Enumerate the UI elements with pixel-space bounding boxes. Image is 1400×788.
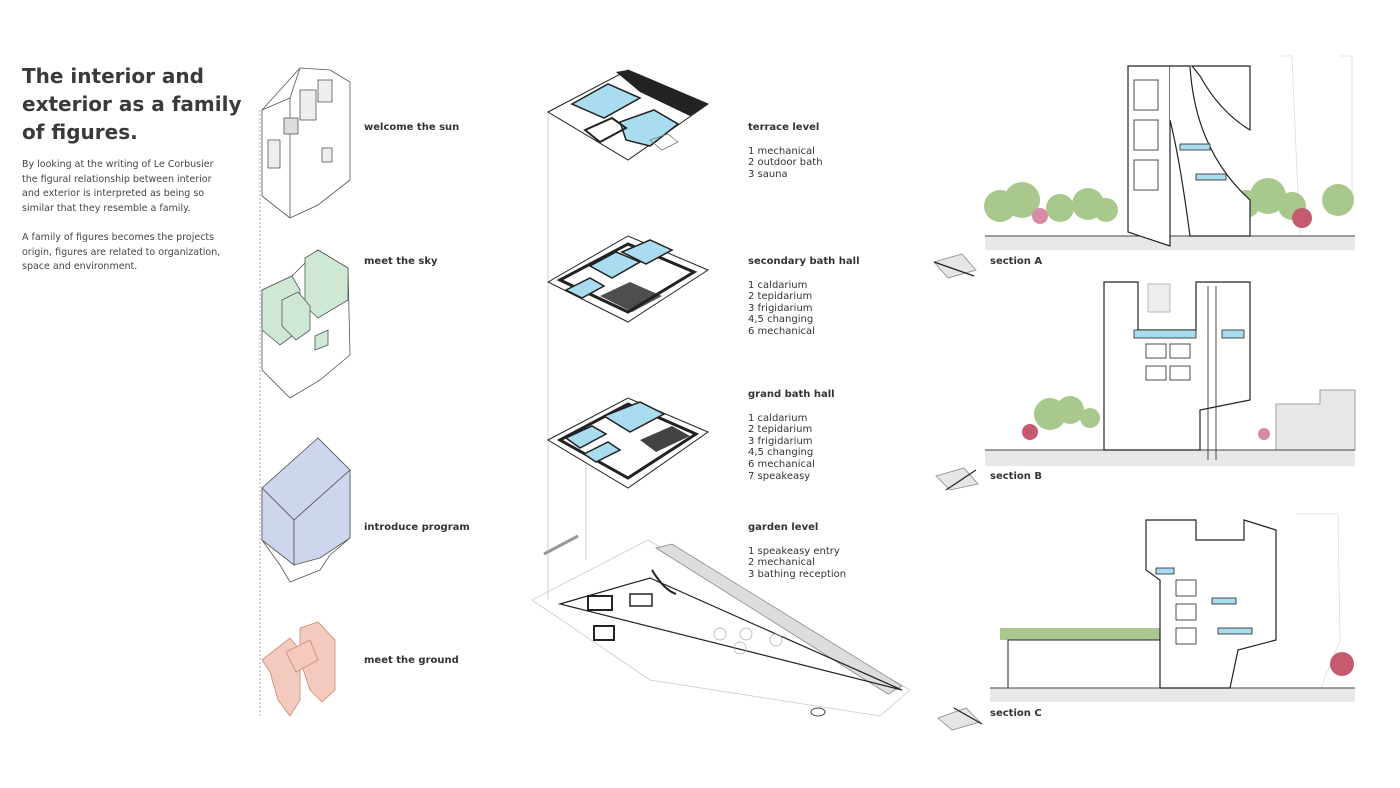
section-b-drawing	[985, 281, 1356, 466]
level-item: 3 frigidarium	[748, 435, 813, 447]
intro-paragraph-1-line: similar that they resemble a family.	[22, 202, 191, 214]
level-item: 6 mechanical	[748, 325, 815, 337]
intro-paragraph-2-line: space and environment.	[22, 261, 138, 272]
level-item: 2 tepidarium	[748, 291, 813, 303]
title-line-1: The interior and	[22, 64, 204, 88]
massing-program-diagram	[261, 437, 351, 583]
section-key-plans	[933, 253, 981, 731]
section-a-label: section A	[990, 256, 1043, 267]
intro-paragraph-1-line: the figural relationship between interio…	[22, 173, 212, 185]
intro-paragraph-1-line: By looking at the writing of Le Corbusie…	[22, 159, 214, 170]
intro-paragraph-2: A family of figures becomes the projects…	[22, 231, 232, 275]
plan-secondary-bath-hall	[546, 235, 710, 323]
level-item: 2 outdoor bath	[748, 157, 823, 169]
level-item: 3 frigidarium	[748, 302, 813, 314]
step-label-introduce-program: introduce program	[364, 522, 470, 533]
intro-paragraph-1: By looking at the writing of Le Corbusie…	[22, 158, 232, 216]
step-label-meet-sky: meet the sky	[364, 256, 438, 267]
massing-sky-diagram	[261, 249, 351, 399]
level-items: 1 mechanical 2 outdoor bath 3 sauna	[748, 146, 908, 181]
step-label-welcome-sun: welcome the sun	[364, 122, 460, 133]
level-title: garden level	[748, 522, 819, 533]
level-garden: garden level 1 speakeasy entry 2 mechani…	[748, 522, 908, 580]
level-items: 1 caldarium 2 tepidarium 3 frigidarium 4…	[748, 280, 908, 338]
page-title: The interior and exterior as a family of…	[22, 62, 242, 146]
level-item: 7 speakeasy	[748, 470, 811, 482]
plan-garden-level	[531, 534, 911, 717]
level-item: 2 mechanical	[748, 557, 815, 569]
massing-ground-diagram	[261, 621, 336, 717]
title-line-3: of figures.	[22, 120, 138, 144]
level-item: 1 caldarium	[748, 412, 808, 424]
level-item: 3 bathing reception	[748, 568, 847, 580]
level-terrace: terrace level 1 mechanical 2 outdoor bat…	[748, 122, 908, 180]
level-title: terrace level	[748, 122, 820, 133]
massing-sun-diagram	[261, 67, 351, 219]
level-item: 6 mechanical	[748, 458, 815, 470]
level-item: 3 sauna	[748, 168, 788, 180]
level-item: 1 speakeasy entry	[748, 545, 840, 557]
plan-grand-bath-hall	[546, 397, 710, 489]
section-c-label: section C	[990, 708, 1042, 719]
level-items: 1 caldarium 2 tepidarium 3 frigidarium 4…	[748, 413, 908, 483]
level-items: 1 speakeasy entry 2 mechanical 3 bathing…	[748, 546, 908, 581]
level-secondary-bath-hall: secondary bath hall 1 caldarium 2 tepida…	[748, 256, 908, 338]
level-grand-bath-hall: grand bath hall 1 caldarium 2 tepidarium…	[748, 389, 908, 482]
section-b-label: section B	[990, 471, 1042, 482]
level-item: 1 mechanical	[748, 145, 815, 157]
section-c-drawing	[990, 513, 1355, 702]
level-title: secondary bath hall	[748, 256, 860, 267]
level-title: grand bath hall	[748, 389, 835, 400]
title-line-2: exterior as a family	[22, 92, 242, 116]
intro-paragraph-2-line: A family of figures becomes the projects	[22, 232, 215, 243]
intro-paragraph-2-line: origin, figures are related to organizat…	[22, 246, 221, 258]
level-item: 1 caldarium	[748, 279, 808, 291]
level-item: 2 tepidarium	[748, 424, 813, 436]
section-a-drawing	[984, 55, 1355, 250]
step-label-meet-ground: meet the ground	[364, 655, 459, 666]
plan-terrace-level	[546, 69, 710, 161]
intro-paragraph-1-line: and exterior is interpreted as being so	[22, 188, 205, 199]
level-item: 4,5 changing	[748, 314, 814, 326]
level-item: 4,5 changing	[748, 447, 814, 459]
